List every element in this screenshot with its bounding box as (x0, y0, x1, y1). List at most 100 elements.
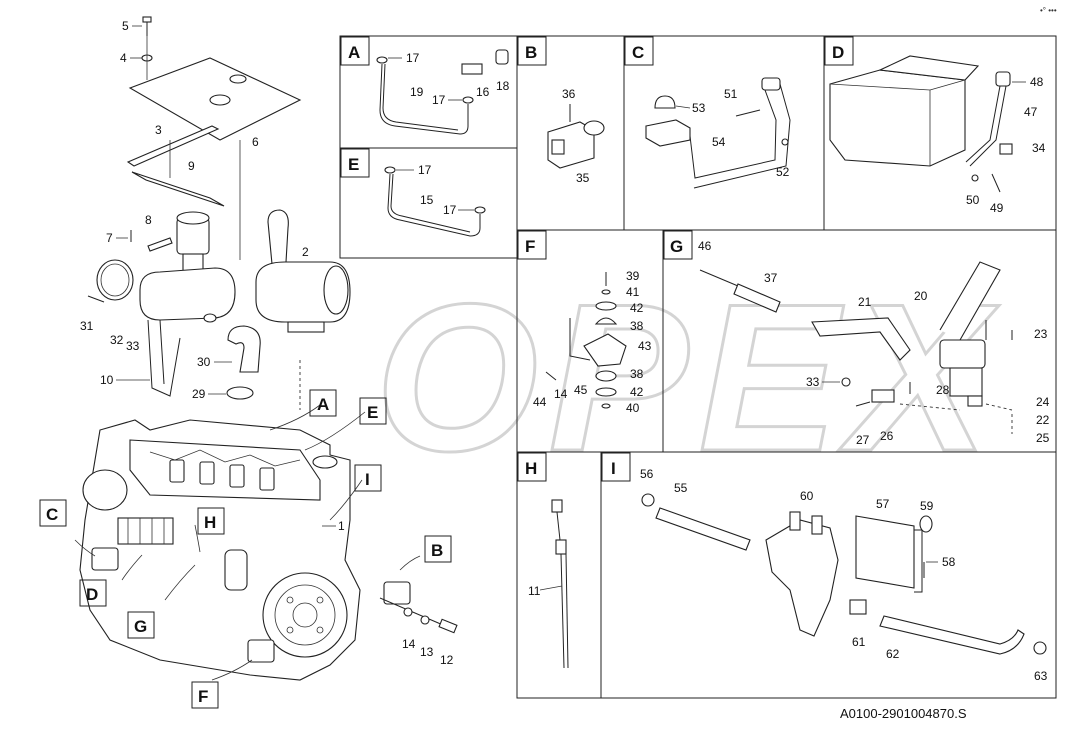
panel-g-part-33: 33 (806, 375, 820, 389)
panel-g-part-28: 28 (936, 383, 950, 397)
panel-a-letter: A (348, 43, 360, 62)
panel-i-part-61: 61 (852, 635, 866, 649)
panel-g-part-23: 23 (1034, 327, 1048, 341)
panel-b-drawing: 36 35 (547, 87, 605, 185)
callout-33: 33 (126, 339, 140, 353)
panel-letter-boxes: A B C D E F G H I (340, 36, 854, 482)
panel-e-part-15: 15 (420, 193, 434, 207)
panel-b-letter: B (525, 43, 537, 62)
panel-i-drawing: 56 55 60 57 59 58 61 62 63 (640, 467, 1048, 683)
view-tag-b: B (431, 541, 443, 560)
panel-i-part-59: 59 (920, 499, 934, 513)
callout-11-main: 11 (528, 584, 541, 598)
callout-14: 14 (402, 637, 416, 651)
callout-7: 7 (106, 231, 113, 245)
panel-d-part-50: 50 (966, 193, 980, 207)
panel-b-part-36: 36 (562, 87, 576, 101)
main-callouts: 5 4 3 9 6 8 7 2 31 32 33 30 10 29 1 14 1… (80, 19, 454, 667)
panel-i-letter: I (611, 459, 616, 478)
view-tag-h: H (204, 513, 216, 532)
panel-g-part-26: 26 (880, 429, 894, 443)
panel-g-part-22: 22 (1036, 413, 1050, 427)
panel-g-part-24: 24 (1036, 395, 1050, 409)
callout-30: 30 (197, 355, 211, 369)
panel-f-part-45: 45 (574, 383, 588, 397)
callout-4: 4 (120, 51, 127, 65)
panel-d-part-48: 48 (1030, 75, 1044, 89)
panel-c-drawing: 53 51 54 52 (645, 77, 791, 189)
panel-d-letter: D (832, 43, 844, 62)
view-tag-d: D (86, 585, 98, 604)
callout-13: 13 (420, 645, 434, 659)
callout-3: 3 (155, 123, 162, 137)
panel-h-part-11: 11 (528, 584, 541, 598)
panel-a-part-17a: 17 (406, 51, 420, 65)
panel-i-part-56: 56 (640, 467, 654, 481)
panel-g-part-27: 27 (856, 433, 870, 447)
panel-c-part-54: 54 (712, 135, 726, 149)
callout-12: 12 (440, 653, 454, 667)
panel-f-part-42a: 42 (630, 301, 644, 315)
panel-f-part-42b: 42 (630, 385, 644, 399)
callout-9: 9 (188, 159, 195, 173)
panel-g-drawing: 46 37 21 20 23 33 28 24 22 25 27 26 (698, 239, 1050, 447)
callout-29: 29 (192, 387, 206, 401)
panel-i-part-62: 62 (886, 647, 900, 661)
callout-1: 1 (338, 519, 345, 533)
panel-g-part-20: 20 (914, 289, 928, 303)
panel-h-letter: H (525, 459, 537, 478)
panel-i-part-63: 63 (1034, 669, 1048, 683)
view-tags: A E I C H B D G F (39, 389, 452, 709)
panel-f-part-43: 43 (638, 339, 652, 353)
panel-f-drawing: 39 41 42 38 43 38 42 40 44 14 45 (533, 269, 652, 415)
panel-f-part-40: 40 (626, 401, 640, 415)
panel-a-drawing: 17 19 17 16 18 (376, 49, 510, 135)
callout-6: 6 (252, 135, 259, 149)
panel-g-letter: G (670, 237, 683, 256)
view-tag-a: A (317, 395, 329, 414)
callout-10: 10 (100, 373, 114, 387)
panel-f-part-41: 41 (626, 285, 640, 299)
view-tag-g: G (134, 617, 147, 636)
drawing-code: A0100-2901004870.S (840, 706, 967, 721)
panel-f-letter: F (525, 237, 535, 256)
panel-a-part-18: 18 (496, 79, 510, 93)
panel-b-part-35: 35 (576, 171, 590, 185)
panel-frames (339, 35, 1057, 699)
panel-g-part-37: 37 (764, 271, 778, 285)
corner-mark: •° ••• (1040, 6, 1057, 15)
view-tag-i: I (365, 470, 370, 489)
panel-i-part-60: 60 (800, 489, 814, 503)
panel-d-part-47: 47 (1024, 105, 1038, 119)
panel-e-part-17b: 17 (443, 203, 457, 217)
view-tag-f: F (198, 687, 208, 706)
panel-a-part-16: 16 (476, 85, 490, 99)
panel-g-part-25: 25 (1036, 431, 1050, 445)
callout-5: 5 (122, 19, 129, 33)
panel-c-part-53: 53 (692, 101, 706, 115)
panel-f-part-44: 44 (533, 395, 547, 409)
panel-f-part-39: 39 (626, 269, 640, 283)
callout-2: 2 (302, 245, 309, 259)
panel-i-part-55: 55 (674, 481, 688, 495)
panel-c-part-51: 51 (724, 87, 738, 101)
main-assembly-drawing (74, 16, 458, 681)
callout-31: 31 (80, 319, 94, 333)
view-tag-c: C (46, 505, 58, 524)
view-tag-e: E (367, 403, 378, 422)
panel-i-part-58: 58 (942, 555, 956, 569)
panel-f-part-14: 14 (554, 387, 568, 401)
panel-f-part-38a: 38 (630, 319, 644, 333)
panel-f-part-38b: 38 (630, 367, 644, 381)
panel-c-letter: C (632, 43, 644, 62)
watermark-text: OPEX (375, 260, 999, 495)
panel-h-drawing (539, 499, 569, 669)
callout-8: 8 (145, 213, 152, 227)
panel-d-part-34: 34 (1032, 141, 1046, 155)
panel-a-part-19: 19 (410, 85, 424, 99)
panel-g-part-46: 46 (698, 239, 712, 253)
panel-a-part-17b: 17 (432, 93, 446, 107)
panel-e-part-17a: 17 (418, 163, 432, 177)
panel-d-part-49: 49 (990, 201, 1004, 215)
